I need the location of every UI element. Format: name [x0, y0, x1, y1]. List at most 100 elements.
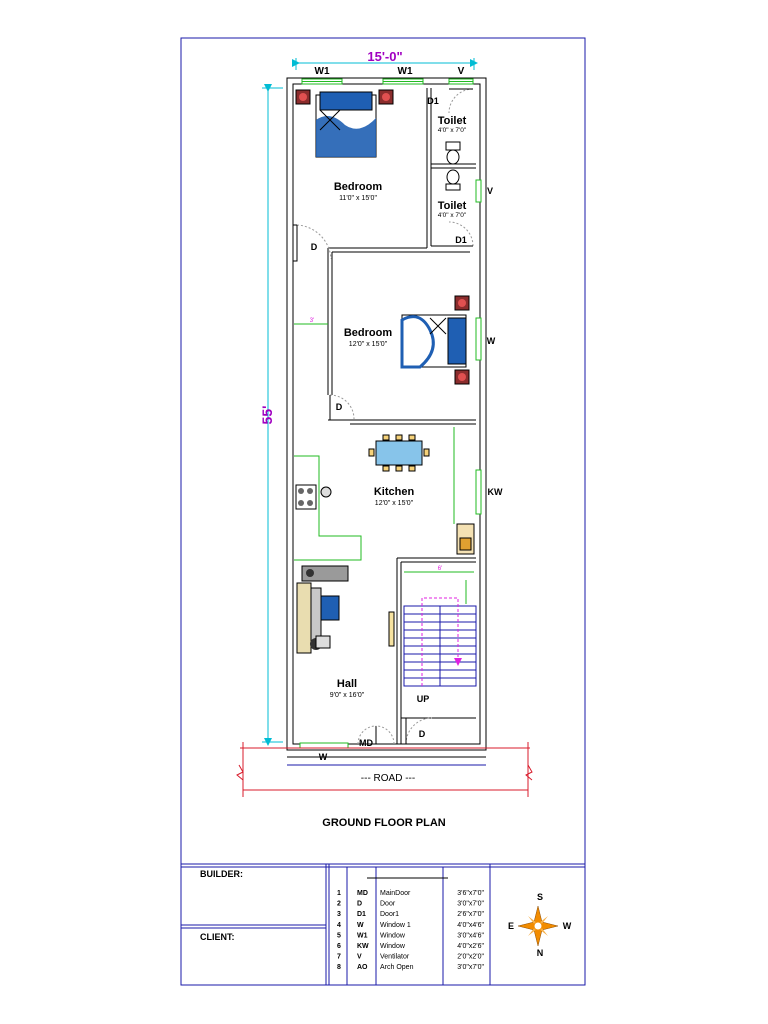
plan-title: GROUND FLOOR PLAN: [322, 817, 445, 829]
kitchen-sink: [456, 523, 475, 555]
sheet-border: [180, 37, 586, 986]
schedule-no: 5: [337, 932, 341, 939]
schedule-no: 2: [337, 901, 341, 908]
front-window: [299, 742, 349, 749]
tag-v-top: V: [458, 66, 465, 77]
title-block-grid: [181, 863, 585, 985]
toilet2-name: Toilet: [438, 200, 467, 212]
schedule-code: KW: [357, 943, 369, 950]
kitchen-counter: [294, 455, 362, 561]
tag-md-main: MD: [359, 738, 373, 748]
schedule-code: V: [357, 954, 362, 961]
schedule-size: 4'0"x2'6": [457, 943, 484, 950]
road-label: --- ROAD ---: [361, 773, 415, 784]
bedroom2-door[interactable]: [329, 394, 355, 420]
tag-w1-left: W1: [315, 66, 330, 77]
stair-direction-arrow: [421, 597, 462, 686]
width-dimension-text: 15'-0": [367, 49, 402, 64]
schedule-code: W1: [357, 932, 368, 939]
staircase: [403, 605, 477, 687]
schedule-name: Ventilator: [380, 954, 410, 961]
schedule-size: 3'0"x7'0": [457, 901, 484, 908]
compass-east: E: [508, 921, 514, 931]
schedule-size: 2'6"x7'0": [457, 911, 484, 918]
toilet1-door[interactable]: [448, 88, 474, 114]
schedule-no: 7: [337, 954, 341, 961]
bedroom2-bed: [400, 295, 470, 385]
schedule-name: Arch Open: [380, 964, 414, 971]
kitchen-window: [475, 469, 482, 515]
compass-north: N: [537, 948, 544, 958]
kitchen-size: 12'0" x 15'0": [375, 500, 414, 507]
toilet1-wc: [445, 141, 461, 165]
schedule-size: 4'0"x4'6": [457, 922, 484, 929]
schedule-name: Window: [380, 943, 406, 950]
toilet2-ventilator: [475, 179, 482, 203]
tag-d1-top: D1: [427, 96, 439, 106]
schedule-row: 8 AO Arch Open 3'0"x7'0": [337, 964, 484, 971]
schedule-code: W: [357, 922, 364, 929]
schedule-size: 3'6"x7'0": [457, 890, 484, 897]
width-dimension: 15'-0": [292, 49, 478, 70]
toilet2-wc: [445, 169, 461, 191]
stair-up-label: UP: [417, 694, 430, 704]
tag-w1-right: W1: [398, 66, 413, 77]
schedule-row: 5 W1 Window 3'0"x4'6": [337, 932, 484, 939]
schedule-name: Door1: [380, 911, 399, 918]
schedule-size: 2'0"x2'0": [457, 954, 484, 961]
passage-dimension: 3': [294, 318, 328, 325]
schedule-no: 8: [337, 964, 341, 971]
main-door[interactable]: [357, 725, 395, 745]
toilet2-size: 4'0" x 7'0": [438, 212, 467, 219]
builder-label: BUILDER:: [200, 869, 243, 879]
schedule-row: 4 W Window 1 4'0"x4'6": [337, 922, 484, 929]
schedule-size: 3'0"x7'0": [457, 964, 484, 971]
hall-name: Hall: [337, 678, 357, 690]
schedule-name: Window 1: [380, 922, 411, 929]
bedroom2-window: [475, 317, 482, 361]
tag-w-front: W: [319, 752, 328, 762]
schedule-row: 6 KW Window 4'0"x2'6": [337, 943, 484, 950]
schedule-code: D: [357, 901, 362, 908]
compass-south: S: [537, 892, 543, 902]
tag-d-stair: D: [419, 729, 426, 739]
schedule-row: 7 V Ventilator 2'0"x2'0": [337, 954, 484, 961]
passage-dimension-text: 3': [310, 318, 314, 324]
schedule-no: 3: [337, 911, 341, 918]
toilet1-name: Toilet: [438, 115, 467, 127]
schedule-code: AO: [357, 964, 368, 971]
arch-open: [388, 611, 395, 647]
dining-table: [368, 434, 430, 472]
bedroom1-name: Bedroom: [334, 181, 383, 193]
bedroom1-door[interactable]: [296, 224, 332, 261]
bedroom2-size: 12'0" x 15'0": [349, 341, 388, 348]
hall-size: 9'0" x 16'0": [330, 692, 365, 699]
stair-door[interactable]: [405, 717, 433, 745]
bedroom1-bed: [295, 89, 394, 158]
schedule-size: 3'0"x4'6": [457, 932, 484, 939]
tag-d-bedroom1: D: [311, 242, 318, 252]
length-dimension-text: 55': [259, 406, 275, 425]
stair-width-dim: 6': [404, 566, 474, 604]
top-windows: [301, 78, 474, 85]
compass-west: W: [563, 921, 572, 931]
schedule-name: Window: [380, 932, 406, 939]
tag-w-bedroom2: W: [487, 336, 496, 346]
bedroom1-size: 11'0" x 15'0": [339, 195, 377, 202]
schedule-code: D1: [357, 911, 366, 918]
toilet1-size: 4'0" x 7'0": [438, 127, 467, 134]
length-dimension: 55': [259, 84, 283, 746]
kitchen-name: Kitchen: [374, 486, 415, 498]
toilet2-door[interactable]: [448, 221, 474, 247]
schedule-no: 4: [337, 922, 341, 929]
schedule-name: MainDoor: [380, 890, 411, 897]
tag-d-bedroom2: D: [336, 402, 343, 412]
schedule-code: MD: [357, 890, 368, 897]
schedule-no: 6: [337, 943, 341, 950]
tag-d1-toilet2: D1: [455, 235, 467, 245]
stair-width-text: 6': [438, 566, 442, 572]
road-lines: [236, 742, 533, 797]
compass-rose-icon: [517, 905, 559, 947]
